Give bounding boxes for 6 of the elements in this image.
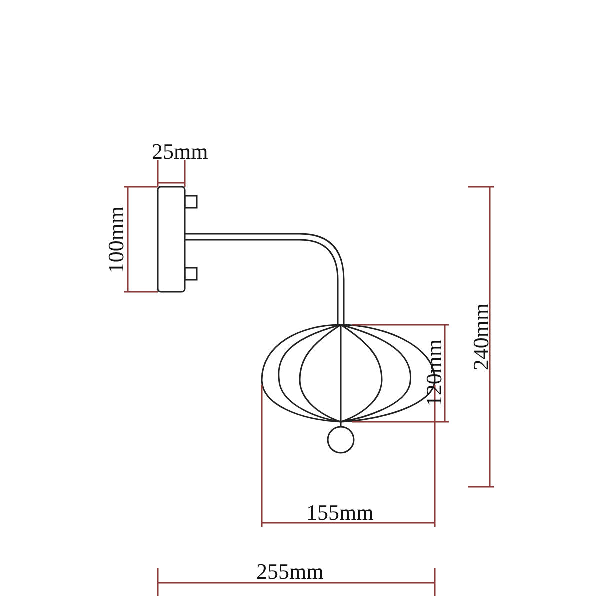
dimension-label: 155mm xyxy=(306,502,374,524)
dimension-label: 100mm xyxy=(105,206,128,274)
dimension-label: 255mm xyxy=(256,561,324,583)
dimension-label: 120mm xyxy=(423,339,446,407)
dimension-label: 25mm xyxy=(152,141,208,163)
dimension-label: 240mm xyxy=(470,303,492,371)
